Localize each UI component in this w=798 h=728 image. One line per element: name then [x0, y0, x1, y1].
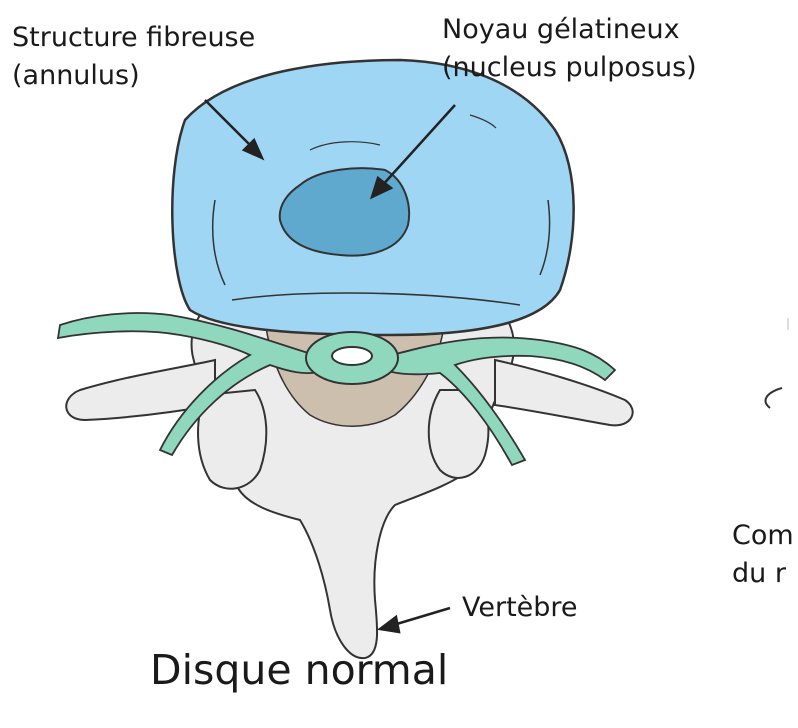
- nucleus-label-line1: Noyau gélatineux: [442, 12, 680, 48]
- spinal-cord-center: [332, 347, 372, 365]
- annulus-label-line2: (annulus): [12, 58, 140, 94]
- nucleus-label-line2: (nucleus pulposus): [442, 50, 697, 86]
- vertebra-label: Vertèbre: [462, 590, 578, 626]
- annulus-label-line1: Structure fibreuse: [12, 20, 255, 56]
- cropped-text-line1: Com: [732, 518, 794, 554]
- diagram-caption: Disque normal: [150, 644, 448, 696]
- cropped-figure-fragment: [766, 388, 782, 408]
- cropped-text-line2: du r: [732, 556, 786, 592]
- arrow-vertebra: [380, 608, 450, 632]
